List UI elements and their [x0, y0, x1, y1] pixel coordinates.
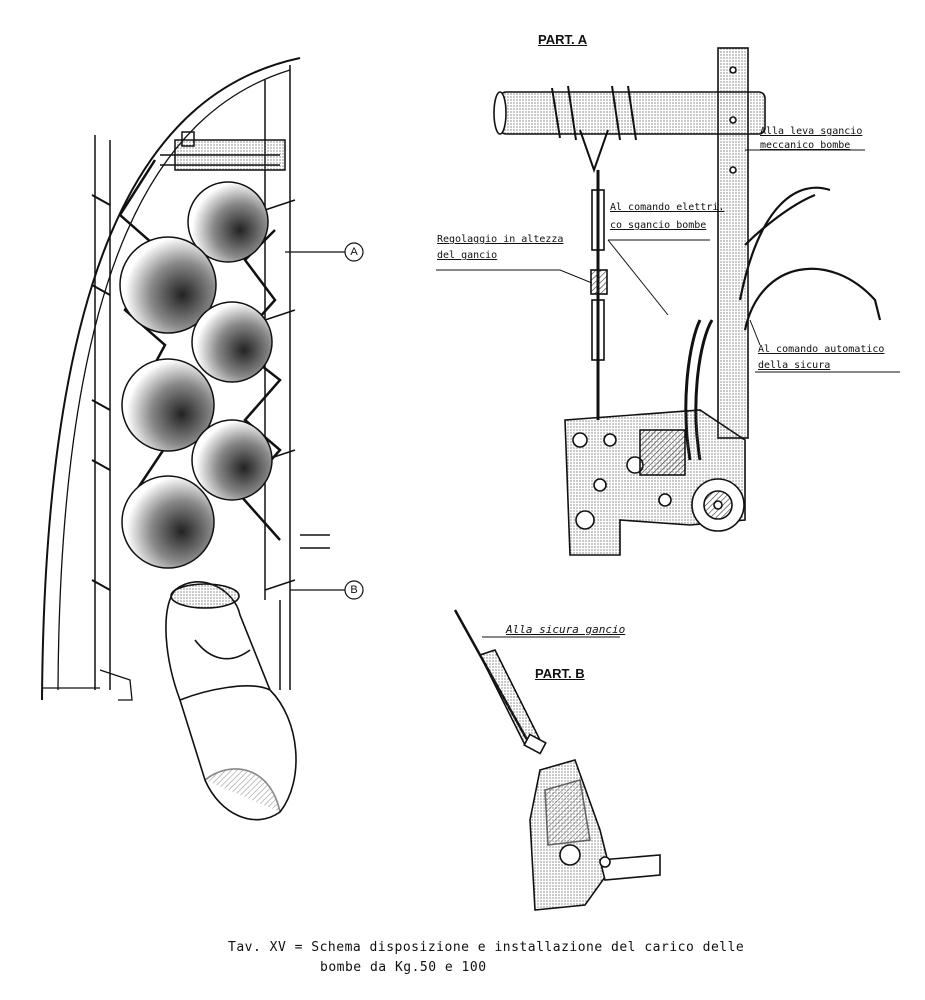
bomb-end-view [121, 358, 215, 452]
bomb-end-view [191, 301, 273, 383]
leva-sgancio-label-line1: Alla leva sgancio [760, 126, 863, 137]
callout-leaders [285, 242, 364, 600]
caption-line2: bombe da Kg.50 e 100 [320, 960, 487, 975]
caption-line1: Tav. XV = Schema disposizione e installa… [228, 940, 745, 955]
comando-elettrico-label-line2: co sgancio bombe [610, 220, 707, 231]
sicura-gancio-label: Alla sicura gancio [506, 623, 626, 636]
falling-bomb [165, 581, 297, 821]
regolaggio-label-line2: del gancio [437, 250, 498, 261]
regolaggio-label-line1: Regolaggio in altezza [437, 234, 564, 245]
callout-b-circle [344, 580, 364, 600]
part-b-assembly [453, 609, 661, 911]
callout-b-label: B [350, 584, 358, 596]
bomb-end-view [191, 419, 273, 501]
bomb-end-view [187, 181, 269, 263]
comando-automatico-label-line1: Al comando automatico [758, 344, 885, 355]
part-a-title: PART. A [538, 32, 588, 47]
comando-automatico-label-line2: della sicura [758, 360, 831, 371]
leva-sgancio-label-line2: meccanico bombe [760, 140, 851, 151]
bomb-stack [119, 181, 273, 569]
part-a-assembly [493, 47, 882, 556]
bomb-end-view [119, 236, 217, 334]
bomb-end-view [121, 475, 215, 569]
callout-a-circle [344, 242, 364, 262]
comando-elettrico-label-line1: Al comando elettri. [610, 202, 725, 213]
callout-a-label: A [350, 246, 358, 258]
part-b-title: PART. B [535, 666, 585, 681]
part-a-leaders [436, 149, 900, 373]
